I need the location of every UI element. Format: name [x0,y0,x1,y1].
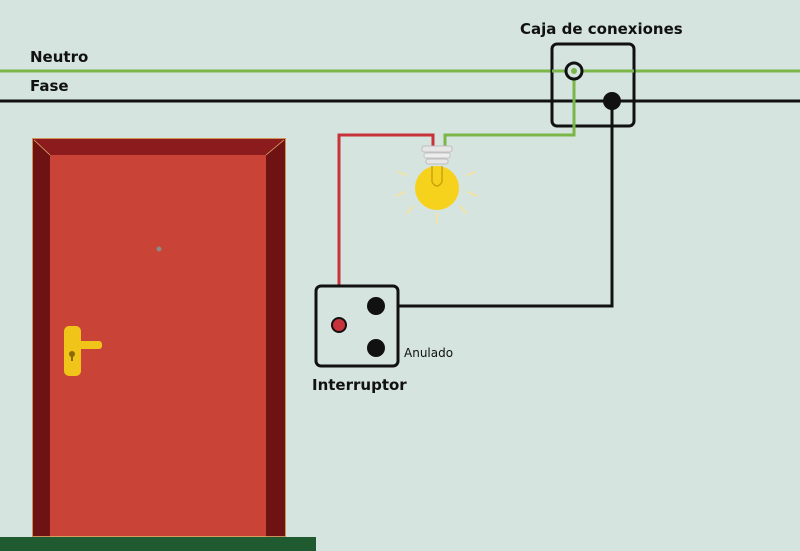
switch-phase-wire [376,101,614,308]
light-bulb-icon [395,145,478,224]
neutro-label: Neutro [30,48,89,66]
junction-box [550,42,636,128]
junction-box-label: Caja de conexiones [520,20,683,38]
switch-box [314,284,400,368]
switch-phase-terminal [367,297,385,315]
neutral-terminal-core [571,68,577,74]
switch-return-terminal [331,317,347,333]
unused-terminal-label: Anulado [404,346,454,360]
bulb-neutral-wire [443,72,576,148]
door-icon [32,138,286,537]
fase-label: Fase [30,77,69,95]
peephole [156,246,162,252]
phase-terminal [603,92,621,110]
switch-unused-terminal [367,339,385,357]
door-handle-icon [64,326,102,376]
floor [0,537,316,551]
return-wire [337,133,435,325]
switch-label: Interruptor [312,376,407,394]
